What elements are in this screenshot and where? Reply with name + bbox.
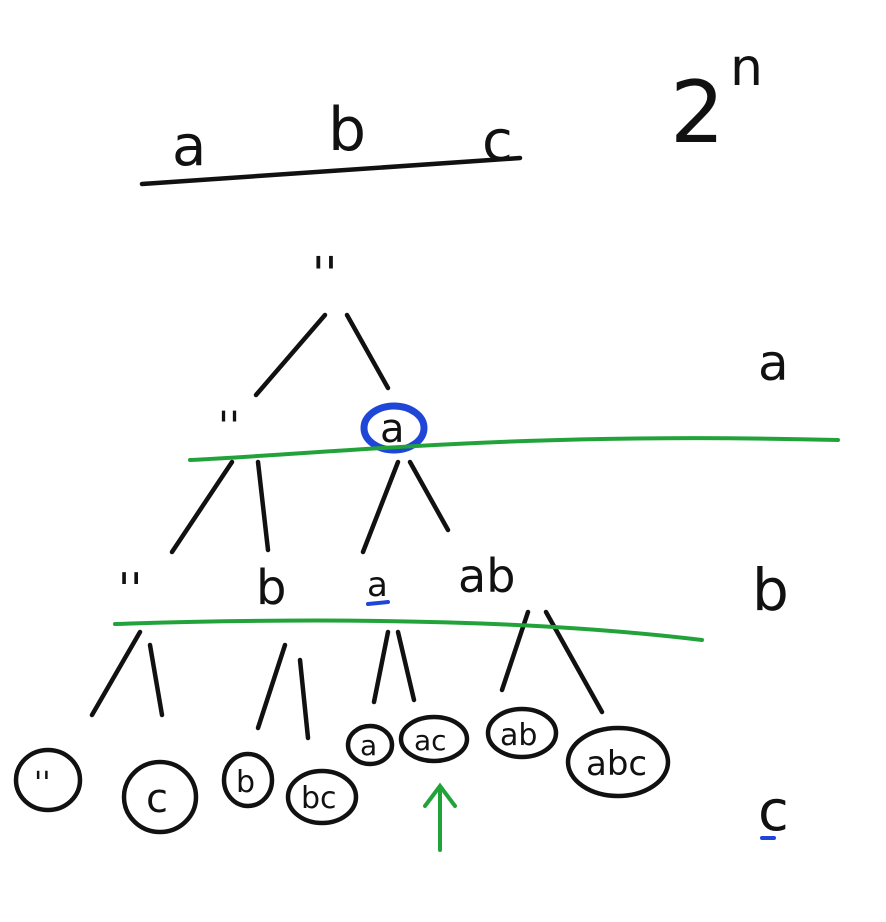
level-labels: a b c (752, 334, 789, 844)
leaf-circle-ac (398, 714, 470, 764)
level-label-c: c (758, 779, 789, 844)
leaf-b: b (236, 765, 255, 800)
divider-line-1 (188, 436, 840, 462)
edge-root-right (344, 312, 391, 391)
leaf-a: a (360, 729, 377, 762)
divider-line-2 (113, 618, 704, 642)
up-arrow-icon (423, 782, 457, 852)
level-label-b: b (752, 556, 789, 624)
node-l2-a: a (367, 565, 388, 605)
header-letter-a: a (172, 114, 206, 179)
leaf-c: c (146, 776, 168, 822)
edge-root-left (253, 312, 328, 398)
leaf-empty: '' (34, 766, 51, 801)
node-l1-a: a (380, 406, 405, 452)
leaf-circle-bc (285, 768, 359, 826)
complexity-exponent: n (730, 38, 763, 98)
leaf-circle-a (345, 723, 395, 767)
leaf-circle-abc (565, 725, 671, 799)
edge-l1-right-1 (360, 459, 401, 555)
leaf-ac: ac (414, 724, 447, 757)
header-group: a b c (139, 95, 523, 187)
header-underline (139, 155, 523, 187)
node-l2-a-underline (366, 600, 390, 606)
edge-l1-left-1 (169, 459, 235, 555)
leaf-bc: bc (301, 781, 337, 816)
level-label-a: a (758, 334, 789, 392)
complexity-base: 2 (670, 63, 725, 163)
edge-l1-right-2 (407, 459, 451, 533)
tree-edges (89, 312, 605, 741)
leaf-circle-c (121, 759, 199, 835)
node-l2-ab: ab (458, 549, 515, 603)
header-letter-b: b (328, 95, 366, 165)
edge-l2-2a (255, 642, 288, 731)
leaf-nodes: '' c b bc a ac ab abc (13, 706, 671, 835)
leaf-abc: abc (586, 744, 647, 784)
edge-l2-3b (395, 629, 417, 703)
edge-l2-1a (89, 629, 143, 718)
header-letter-c: c (482, 109, 513, 174)
leaf-circle-ab (485, 706, 559, 760)
node-l2-b: b (256, 560, 286, 616)
node-l1-empty: '' (218, 404, 240, 450)
leaf-ab: ab (500, 718, 537, 753)
leaf-circle-b (221, 751, 275, 809)
highlight-circle (360, 402, 428, 454)
leaf-circle-empty (13, 747, 83, 813)
edge-l2-3a (371, 629, 391, 705)
edge-l2-1b (147, 642, 165, 718)
edge-l1-left-2 (255, 459, 271, 553)
node-l2-empty: '' (118, 564, 142, 615)
edge-l2-2b (297, 657, 311, 741)
complexity-label: 2 n (670, 38, 763, 163)
node-root: '' (312, 247, 337, 301)
